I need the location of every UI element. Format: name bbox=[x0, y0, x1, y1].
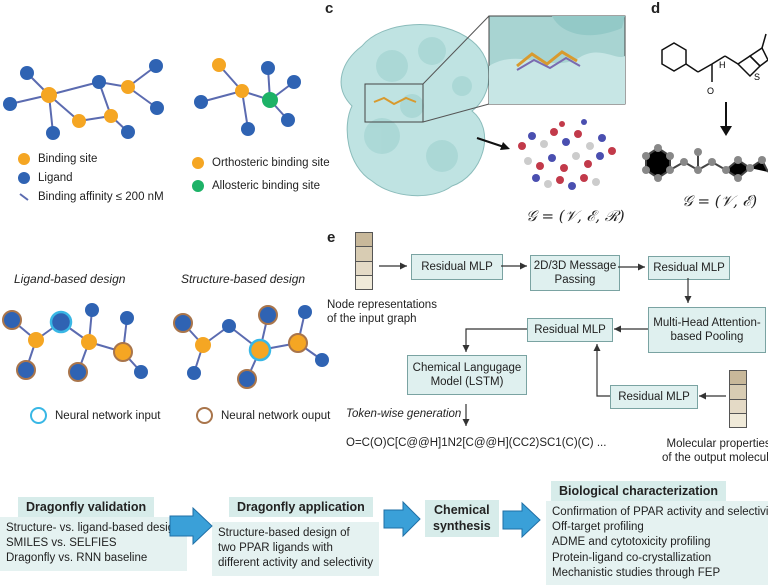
graph-node bbox=[248, 338, 272, 362]
graph-node bbox=[28, 332, 44, 348]
legend-binding-site: Binding site bbox=[18, 153, 97, 165]
attention-pooling-box: Multi-Head Attention- based Pooling bbox=[648, 307, 766, 353]
residual-mlp-box-1: Residual MLP bbox=[411, 254, 503, 280]
node-repr-label: Node representations of the input graph bbox=[327, 299, 437, 326]
molecule-to-graph-image: O H S bbox=[642, 33, 768, 182]
graph-node bbox=[194, 95, 208, 109]
protein-structure-image bbox=[340, 15, 626, 197]
application-body: Structure-based design of two PPAR ligan… bbox=[212, 522, 380, 576]
graph-node bbox=[16, 360, 36, 380]
application-title: Dragonfly application bbox=[229, 497, 373, 517]
legend-allosteric: Allosteric binding site bbox=[192, 180, 320, 192]
orange-dot-icon bbox=[192, 157, 204, 169]
graph-node bbox=[121, 125, 135, 139]
graph-node bbox=[237, 369, 257, 389]
validation-title: Dragonfly validation bbox=[18, 497, 155, 517]
graph-node bbox=[287, 75, 301, 89]
token-gen-label: Token-wise generation bbox=[346, 408, 462, 420]
panel-letter-c: c bbox=[325, 0, 334, 17]
graph-node bbox=[288, 333, 308, 353]
workflow-arrow-icon bbox=[383, 500, 421, 538]
graph-node bbox=[315, 353, 329, 367]
graph-formula-c: 𝒢 = (𝒱, ℰ, ℛ) bbox=[526, 207, 625, 225]
graph-node bbox=[262, 92, 278, 108]
legend-ligand: Ligand bbox=[18, 172, 73, 184]
bio-title: Biological characterization bbox=[551, 481, 727, 501]
graph-node bbox=[187, 366, 201, 380]
workflow-arrow-icon bbox=[169, 506, 213, 546]
panel-a-graphs bbox=[3, 58, 301, 140]
svg-text:O: O bbox=[707, 86, 714, 96]
svg-text:H: H bbox=[719, 60, 726, 70]
graph-node bbox=[46, 126, 60, 140]
structure-based-title: Structure-based design bbox=[181, 272, 306, 286]
residual-mlp-box-4: Residual MLP bbox=[610, 385, 698, 409]
graph-node bbox=[92, 75, 106, 89]
graph-node bbox=[258, 305, 278, 325]
workflow-arrow-icon bbox=[502, 501, 541, 539]
panel-letter-e: e bbox=[327, 229, 336, 246]
chemical-language-model-box: Chemical Langugage Model (LSTM) bbox=[407, 355, 527, 395]
svg-text:S: S bbox=[754, 72, 760, 82]
legend-orthosteric: Orthosteric binding site bbox=[192, 157, 330, 169]
input-vector bbox=[355, 232, 373, 290]
legend-nn-input: Neural network input bbox=[30, 407, 160, 424]
blue-dot-icon bbox=[18, 172, 30, 184]
graph-node bbox=[121, 80, 135, 94]
graph-node bbox=[2, 310, 22, 330]
green-dot-icon bbox=[192, 180, 204, 192]
graph-node bbox=[222, 319, 236, 333]
edge-icon bbox=[19, 193, 29, 201]
legend-nn-output: Neural network ouput bbox=[196, 407, 330, 424]
graph-node bbox=[85, 303, 99, 317]
graph-node bbox=[3, 97, 17, 111]
residual-mlp-box-3: Residual MLP bbox=[527, 318, 613, 342]
graph-node bbox=[113, 342, 133, 362]
graph-node bbox=[72, 114, 86, 128]
graph-node bbox=[150, 101, 164, 115]
graph-formula-d: 𝒢 = (𝒱, ℰ) bbox=[682, 192, 758, 210]
mol-props-label: Molecular properties of the output molec… bbox=[662, 438, 768, 465]
residual-mlp-box-2: Residual MLP bbox=[648, 256, 730, 280]
graph-node bbox=[235, 84, 249, 98]
brown-ring-icon bbox=[196, 407, 213, 424]
graph-node bbox=[149, 59, 163, 73]
legend-affinity: Binding affinity ≤ 200 nM bbox=[18, 191, 164, 203]
graph-node bbox=[212, 58, 226, 72]
graph-node bbox=[261, 61, 275, 75]
panel-b-graphs bbox=[2, 303, 329, 389]
property-vector bbox=[729, 370, 747, 428]
orange-dot-icon bbox=[18, 153, 30, 165]
graph-node bbox=[104, 109, 118, 123]
synthesis-title: Chemical synthesis bbox=[425, 500, 499, 538]
graph-node bbox=[68, 362, 88, 382]
ligand-based-title: Ligand-based design bbox=[14, 272, 126, 286]
panel-letter-d: d bbox=[651, 0, 661, 17]
smiles-output: O=C(O)C[C@@H]1N2[C@@H](CC2)SC1(C)(C) ... bbox=[346, 437, 607, 449]
validation-body: Structure- vs. ligand-based design SMILE… bbox=[0, 517, 187, 571]
graph-node bbox=[173, 313, 193, 333]
graph-node bbox=[49, 310, 73, 334]
cyan-ring-icon bbox=[30, 407, 47, 424]
graph-node bbox=[81, 334, 97, 350]
graph-node bbox=[20, 66, 34, 80]
graph-node bbox=[120, 311, 134, 325]
bio-body: Confirmation of PPAR activity and select… bbox=[546, 501, 768, 585]
message-passing-box: 2D/3D Message Passing bbox=[530, 255, 620, 291]
graph-node bbox=[281, 113, 295, 127]
graph-node bbox=[134, 365, 148, 379]
graph-node bbox=[41, 87, 57, 103]
graph-node bbox=[195, 337, 211, 353]
graph-node bbox=[241, 122, 255, 136]
graph-node bbox=[298, 305, 312, 319]
